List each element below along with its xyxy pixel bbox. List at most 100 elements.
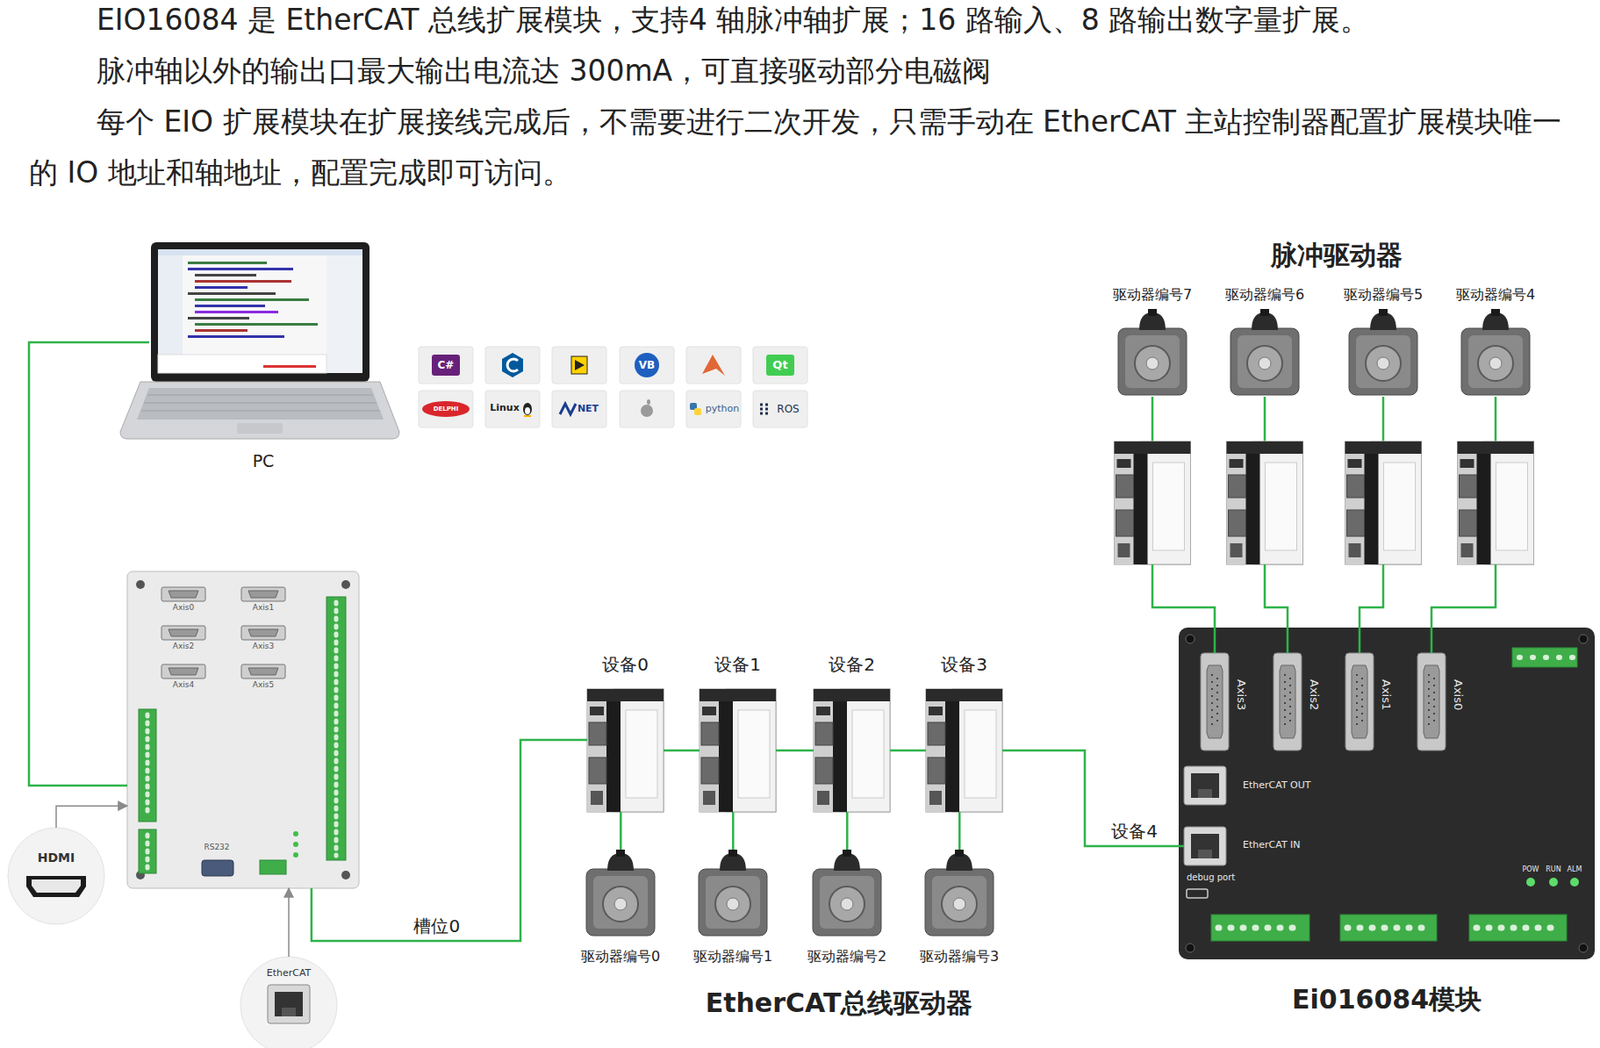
eio-module-drawing [1347, 925, 1432, 932]
laptop [120, 242, 400, 439]
connector [1431, 564, 1496, 653]
controller-drawing [326, 596, 346, 861]
controller-drawing [241, 587, 286, 602]
connector [1264, 564, 1288, 653]
pulse-units [1345, 441, 1422, 565]
node-label: EtherCAT OUT [1242, 779, 1312, 791]
node-label: Ei016084模块 [1291, 983, 1482, 1016]
language-logos [766, 354, 795, 376]
intro-paragraph: 每个 EIO 扩展模块在扩展接线完成后，不需要进行二次开发，只需手动在 Ethe… [28, 96, 1587, 199]
node-label: 设备2 [828, 653, 876, 675]
eio-module-drawing [1200, 652, 1229, 751]
controller-drawing [241, 664, 286, 679]
servo-motor: 驱动器编号0 [567, 849, 674, 968]
pulse-units [1348, 308, 1418, 395]
eio-module-drawing [1340, 914, 1437, 941]
node-label: POW [1521, 865, 1539, 875]
language-logos [640, 404, 653, 417]
node-label: ALM [1567, 865, 1583, 875]
logo-text: Qt [772, 358, 788, 373]
laptop [187, 267, 294, 271]
controller-drawing [145, 714, 151, 817]
language-logos [502, 352, 524, 378]
axis-port: Axis1 [1345, 652, 1402, 751]
pulse-units [1152, 396, 1496, 442]
callout-circle: HDMI [7, 827, 105, 925]
language-logos [619, 390, 675, 428]
servo-motors [586, 849, 994, 936]
controller-drawing [127, 571, 359, 889]
node-label: 设备0 [602, 653, 649, 675]
servo-motors [698, 849, 768, 936]
laptop [120, 381, 400, 439]
servo-motor: 驱动器编号1 [680, 849, 786, 968]
controller-drawing [161, 664, 206, 679]
ethercat-port: EtherCAT IN [1183, 825, 1316, 868]
language-logos [619, 346, 675, 384]
connector [958, 811, 962, 850]
edge-label: 设备4 [1108, 820, 1161, 842]
group-title: 脉冲驱动器 [1270, 239, 1403, 272]
language-logos [418, 346, 808, 428]
servo-drivers [813, 688, 890, 812]
controller-drawing [127, 571, 359, 889]
node-label: RUN [1545, 865, 1561, 875]
pulse-units [1114, 308, 1535, 565]
connector [663, 749, 700, 753]
language-logos [523, 402, 532, 416]
hdmi-icon [26, 875, 87, 897]
eio-module-drawing [1526, 877, 1536, 887]
node-label: 驱动器编号3 [919, 947, 999, 965]
controller-drawing [161, 625, 206, 640]
node-label: Axis0 [172, 602, 194, 613]
controller-drawing [341, 580, 351, 589]
language-logos [634, 352, 660, 378]
logo-text: C# [437, 358, 455, 372]
language-logos [552, 390, 607, 428]
node-label: Axis3 [1234, 679, 1249, 711]
node-label: 驱动器编号4 [1456, 286, 1536, 303]
servo-driver: 设备3 [925, 653, 1003, 812]
language-logos [694, 408, 702, 416]
node-label: 设备3 [940, 653, 988, 675]
node-label: Axis5 [252, 680, 274, 690]
language-logos [418, 390, 474, 428]
controller-drawing [136, 580, 145, 589]
eio-module-drawing [1578, 634, 1588, 644]
laptop [194, 322, 318, 326]
laptop [194, 304, 266, 308]
connector [1359, 564, 1384, 653]
axis-port: Axis2 [1273, 652, 1330, 751]
node-label: debug port [1186, 872, 1235, 883]
laptop [236, 423, 283, 434]
eio-module-drawing [1476, 925, 1562, 932]
pulse-units [1230, 308, 1299, 395]
pulse-units [1457, 441, 1535, 565]
language-logos [646, 399, 651, 405]
language-logos [485, 390, 540, 428]
language-logos [760, 403, 771, 407]
laptop [187, 292, 276, 295]
language-logos [760, 408, 771, 411]
node-label: 驱动器编号2 [807, 947, 887, 965]
language-logos [523, 415, 531, 417]
pulse-units [1226, 441, 1304, 565]
pulse-driver-unit: 驱动器编号5 [1330, 282, 1436, 565]
connector [775, 749, 814, 753]
motion-controller: Axis0Axis1Axis2Axis3Axis4Axis5RS232 [127, 571, 359, 889]
language-logos [418, 346, 474, 384]
node-label: PC [252, 451, 275, 472]
servo-motors [925, 849, 994, 936]
language-logos [574, 359, 585, 371]
eio-module-drawing [1469, 914, 1567, 941]
eio-module-drawing [1185, 634, 1195, 644]
edge-label: 槽位0 [410, 915, 463, 937]
laptop [157, 249, 363, 374]
language-logos [552, 346, 607, 384]
connector [889, 749, 926, 753]
node-label: HDMI [37, 850, 75, 866]
node-label: 驱动器编号0 [581, 947, 661, 965]
connector [619, 811, 623, 850]
laptop [187, 261, 267, 265]
